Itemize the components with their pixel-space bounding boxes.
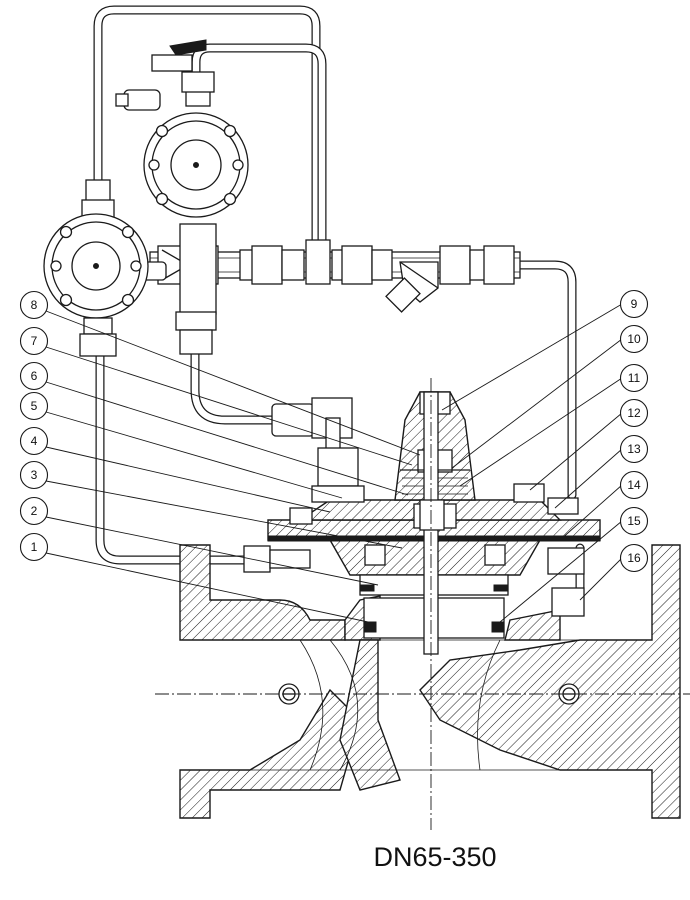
- callout-14-label: 14: [627, 478, 641, 492]
- callout-6: 6: [19, 361, 49, 391]
- callout-5: 5: [19, 391, 49, 421]
- pilot-valve-left: [43, 179, 167, 357]
- cover-assembly: [267, 391, 601, 655]
- callout-11: 11: [619, 363, 649, 393]
- callout-6-label: 6: [31, 369, 38, 383]
- callout-3-label: 3: [31, 468, 38, 482]
- pilot-valve-upper: [115, 39, 249, 218]
- callout-12: 12: [619, 398, 649, 428]
- pilot-manifold: [149, 223, 521, 355]
- callout-9-label: 9: [631, 297, 638, 311]
- callout-7: 7: [19, 326, 49, 356]
- callout-13-label: 13: [627, 442, 641, 456]
- callout-4: 4: [19, 426, 49, 456]
- needle-valve: [271, 397, 353, 459]
- callout-11-label: 11: [628, 371, 641, 385]
- callout-3: 3: [19, 460, 49, 490]
- callout-2-label: 2: [31, 504, 38, 518]
- callout-4-label: 4: [31, 434, 38, 448]
- callout-13: 13: [619, 434, 649, 464]
- callout-8: 8: [19, 290, 49, 320]
- callout-7-label: 7: [31, 334, 38, 348]
- callout-leaders: [45, 303, 623, 623]
- callout-5-label: 5: [31, 399, 38, 413]
- main-valve-body: [179, 544, 681, 819]
- cover-fittings: [243, 447, 585, 617]
- size-range-caption: DN65-350: [373, 842, 497, 872]
- callout-9: 9: [619, 289, 649, 319]
- callout-16-label: 16: [627, 551, 641, 565]
- callout-15-label: 15: [627, 514, 641, 528]
- callout-14: 14: [619, 470, 649, 500]
- callout-15: 15: [619, 506, 649, 536]
- y-strainer: [385, 261, 439, 313]
- callout-1-label: 1: [31, 540, 38, 554]
- callout-16: 16: [619, 543, 649, 573]
- callout-12-label: 12: [627, 406, 641, 420]
- callout-8-label: 8: [31, 298, 38, 312]
- callout-2: 2: [19, 496, 49, 526]
- callout-1: 1: [19, 532, 49, 562]
- callout-10-label: 10: [627, 332, 641, 346]
- callout-10: 10: [619, 324, 649, 354]
